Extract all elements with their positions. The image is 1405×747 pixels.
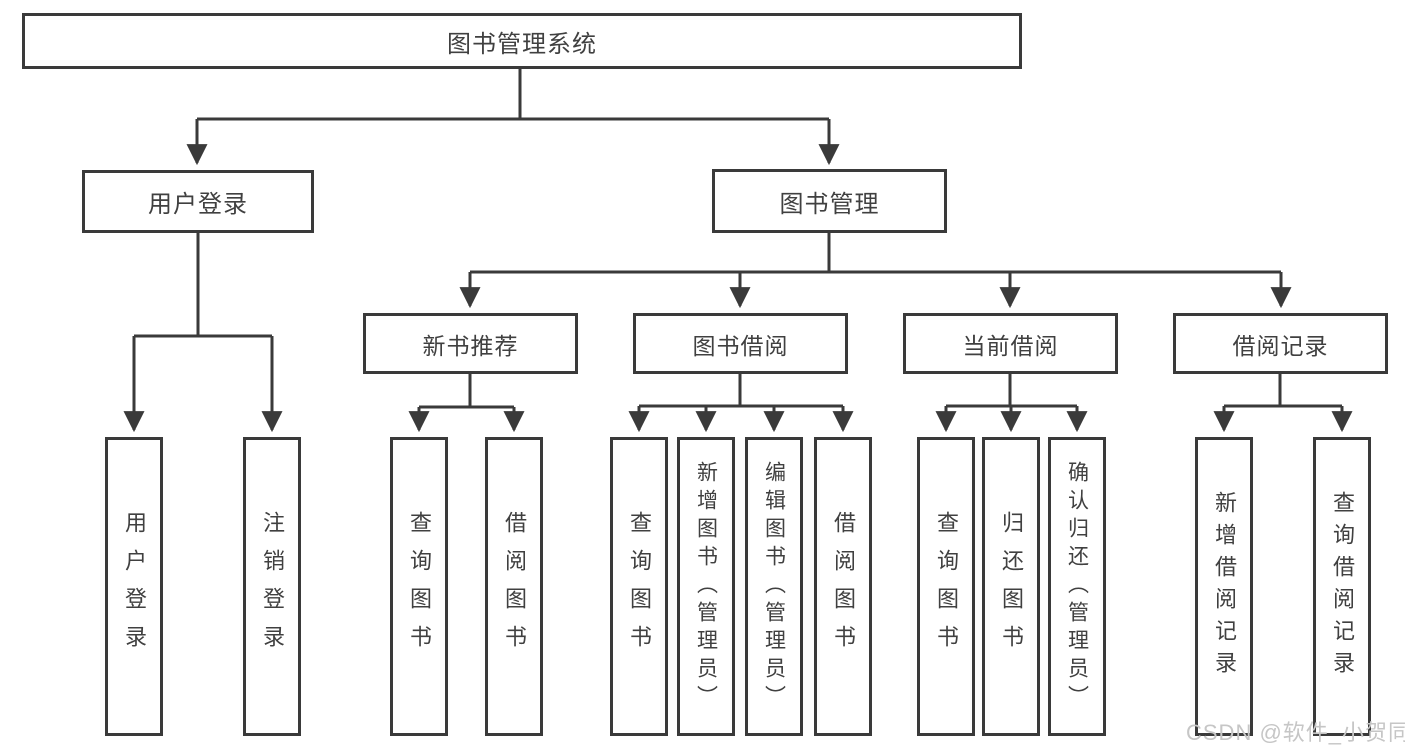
node-current-borrow-label: 当前借阅 bbox=[962, 332, 1059, 359]
node-book-borrow: 图书借阅 bbox=[633, 313, 848, 374]
leaf-add-book-admin-label: 新增图书（管理员） bbox=[694, 460, 718, 713]
leaf-query-borrow-record: 查询借阅记录 bbox=[1313, 437, 1371, 736]
leaf-query-borrow-record-label: 查询借阅记录 bbox=[1330, 490, 1355, 683]
node-root-label: 图书管理系统 bbox=[447, 30, 597, 58]
node-user-login-label: 用户登录 bbox=[148, 191, 248, 218]
leaf-borrow-books-2: 借阅图书 bbox=[814, 437, 872, 736]
leaf-query-books-current: 查询图书 bbox=[917, 437, 975, 736]
node-new-book-recommend-label: 新书推荐 bbox=[422, 332, 519, 359]
leaf-user-login-label: 用户登录 bbox=[122, 510, 147, 663]
leaf-edit-book-admin: 编辑图书（管理员） bbox=[745, 437, 803, 736]
leaf-user-login: 用户登录 bbox=[105, 437, 163, 736]
node-book-borrow-label: 图书借阅 bbox=[692, 332, 789, 359]
leaf-confirm-return-admin-label: 确认归还（管理员） bbox=[1065, 460, 1089, 713]
node-borrow-records-label: 借阅记录 bbox=[1232, 332, 1329, 359]
leaf-borrow-books-recommend: 借阅图书 bbox=[485, 437, 543, 736]
leaf-edit-book-admin-label: 编辑图书（管理员） bbox=[762, 460, 786, 713]
leaf-add-borrow-record-label: 新增借阅记录 bbox=[1212, 490, 1237, 683]
node-new-book-recommend: 新书推荐 bbox=[363, 313, 578, 374]
leaf-return-book-label: 归还图书 bbox=[999, 510, 1024, 663]
leaf-confirm-return-admin: 确认归还（管理员） bbox=[1048, 437, 1106, 736]
node-borrow-records: 借阅记录 bbox=[1173, 313, 1388, 374]
leaf-borrow-books-recommend-label: 借阅图书 bbox=[502, 510, 527, 663]
leaf-add-borrow-record: 新增借阅记录 bbox=[1195, 437, 1253, 736]
leaf-borrow-books-2-label: 借阅图书 bbox=[831, 510, 856, 663]
node-book-management: 图书管理 bbox=[712, 169, 947, 233]
leaf-query-books-borrow-label: 查询图书 bbox=[627, 510, 652, 663]
node-book-management-label: 图书管理 bbox=[779, 190, 880, 218]
node-user-login: 用户登录 bbox=[82, 170, 314, 233]
leaf-query-books-borrow: 查询图书 bbox=[610, 437, 668, 736]
csdn-watermark: CSDN @软件_小贺同学 bbox=[1186, 720, 1405, 745]
leaf-query-books-recommend-label: 查询图书 bbox=[407, 510, 432, 663]
node-current-borrow: 当前借阅 bbox=[903, 313, 1118, 374]
leaf-logout: 注销登录 bbox=[243, 437, 301, 736]
leaf-add-book-admin: 新增图书（管理员） bbox=[677, 437, 735, 736]
leaf-return-book: 归还图书 bbox=[982, 437, 1040, 736]
leaf-logout-label: 注销登录 bbox=[260, 510, 285, 663]
node-root: 图书管理系统 bbox=[22, 13, 1022, 69]
leaf-query-books-current-label: 查询图书 bbox=[934, 510, 959, 663]
leaf-query-books-recommend: 查询图书 bbox=[390, 437, 448, 736]
